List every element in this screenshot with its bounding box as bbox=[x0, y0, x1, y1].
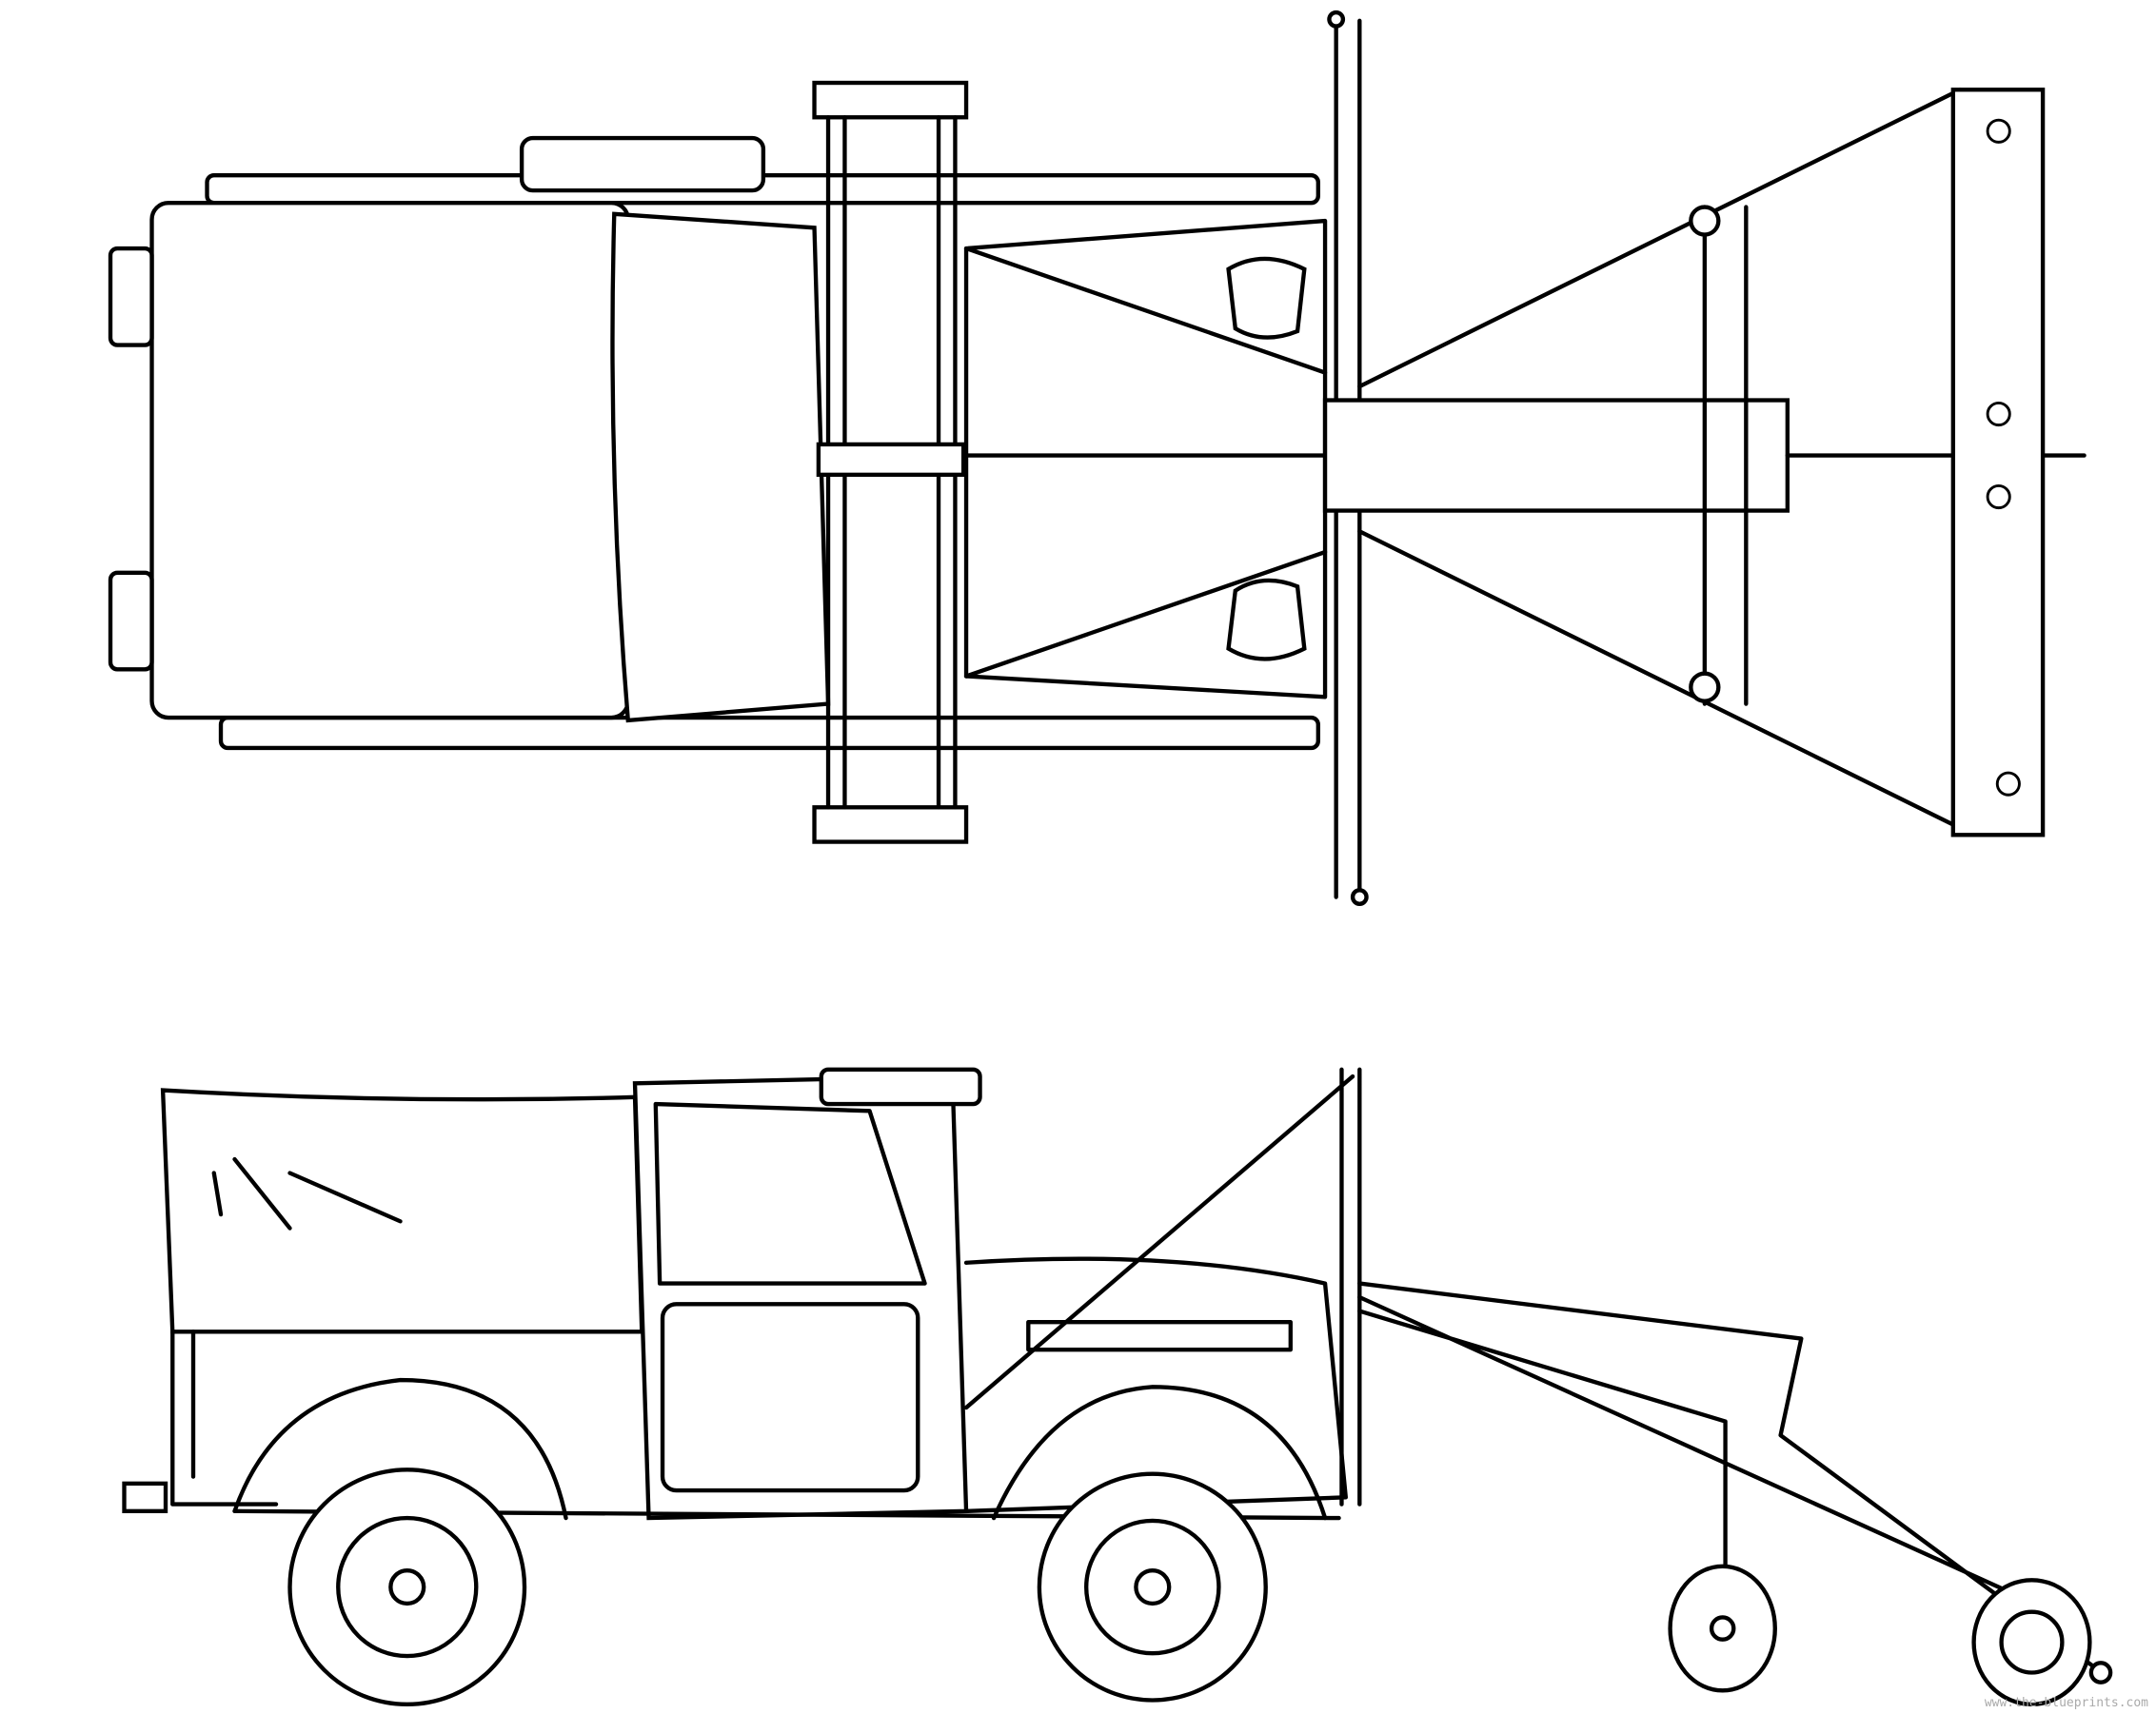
rear-canopy bbox=[149, 200, 630, 720]
door-panel bbox=[660, 1302, 920, 1493]
rear-bumper bbox=[122, 1481, 168, 1514]
fenders bbox=[232, 1377, 1328, 1521]
frame-crossbar bbox=[816, 442, 966, 478]
tow-rig-arms bbox=[1357, 1281, 2101, 1672]
pivot-joint bbox=[1689, 205, 1721, 237]
bonnet-lines bbox=[963, 246, 1328, 679]
headlamp-lower bbox=[1226, 578, 1307, 661]
bolt-hole bbox=[1986, 483, 2011, 510]
rear-body bbox=[170, 1330, 279, 1507]
mast-knob-top bbox=[1327, 10, 1346, 29]
rear-wheel bbox=[287, 1468, 527, 1707]
rig-wheel-disc bbox=[1971, 1578, 2113, 1707]
bonnet bbox=[963, 218, 1328, 699]
rig-wheel-small bbox=[1668, 1564, 1777, 1693]
frame-bar-top bbox=[812, 80, 969, 120]
grille-vents bbox=[1026, 1319, 1293, 1352]
tow-beam bbox=[1322, 398, 1790, 513]
roof-rack bbox=[819, 1067, 982, 1107]
bolt-hole bbox=[1986, 118, 2011, 144]
rear-light-upper bbox=[108, 246, 154, 347]
headlamp-upper bbox=[1226, 256, 1307, 340]
tow-arms bbox=[1357, 88, 2087, 831]
rear-light-lower bbox=[108, 570, 154, 672]
frame-bar-bottom bbox=[812, 805, 969, 844]
bolt-hole bbox=[1986, 401, 2011, 427]
rear-crossbeam bbox=[1950, 88, 2046, 837]
side-view bbox=[122, 1067, 2113, 1707]
canopy-creases bbox=[211, 1156, 403, 1231]
chassis-and-boom bbox=[232, 1067, 1362, 1521]
body-side-lower bbox=[218, 715, 1320, 751]
front-wheel bbox=[1037, 1471, 1268, 1703]
canopy-side bbox=[160, 1088, 644, 1334]
watermark: www.the-blueprints.com bbox=[1984, 1696, 2148, 1710]
pivot-joint bbox=[1689, 671, 1721, 703]
top-view bbox=[108, 10, 2087, 906]
cab-roof bbox=[610, 211, 831, 723]
spare-wheel bbox=[519, 135, 766, 193]
bonnet-side bbox=[963, 1256, 1348, 1514]
bolt-hole bbox=[1995, 771, 2021, 797]
side-window bbox=[653, 1101, 927, 1286]
mast-knob-bottom bbox=[1350, 888, 1369, 906]
